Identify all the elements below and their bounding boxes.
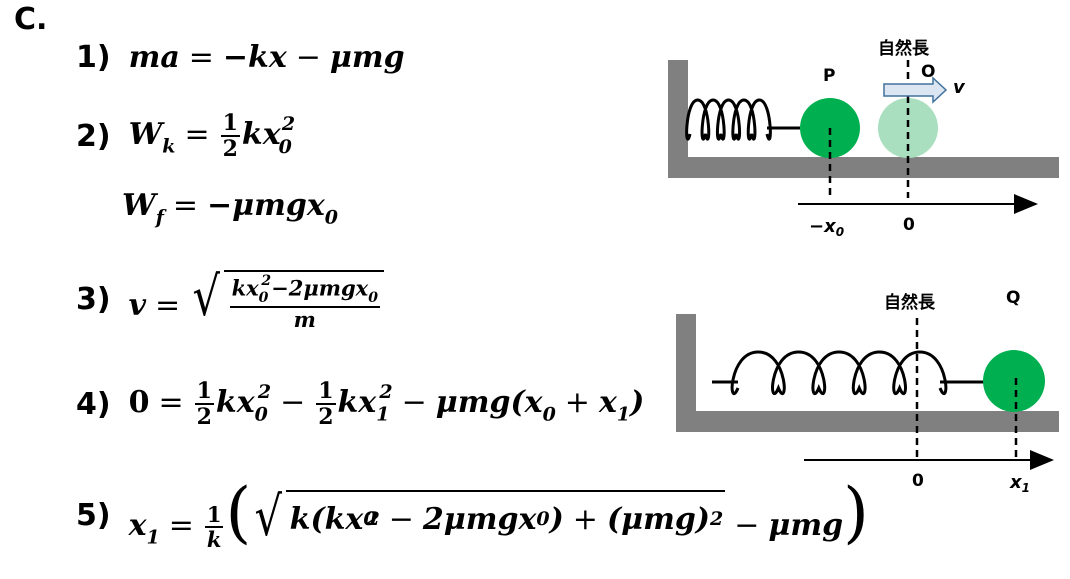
eq3-number: 3) (76, 282, 111, 318)
eq5-number: 5) (76, 497, 111, 533)
eq4-number: 4) (76, 386, 111, 422)
tick-zero-top: 0 (903, 215, 915, 235)
eq2-number: 2) (76, 118, 111, 154)
equation-1: 1) ma=−kx−μmg (76, 40, 405, 75)
ball-ghost (878, 98, 938, 158)
bottom-floor (676, 411, 1059, 432)
ball-q (983, 350, 1045, 412)
top-floor (668, 157, 1059, 178)
velocity-arrow (883, 76, 948, 104)
tick-zero-bottom: 0 (912, 471, 924, 491)
velocity-label: v (953, 77, 966, 98)
top-spring (685, 98, 772, 141)
bottom-diagram: 自然長 Q 0 x1 (676, 288, 1059, 495)
equation-2b: Wf=−μmgx0 (122, 188, 338, 229)
eq1-body: ma=−kx−μmg (128, 40, 405, 75)
bottom-spring (730, 350, 948, 396)
top-natural-length-label: 自然長 (878, 38, 930, 59)
label-p: P (823, 66, 835, 86)
tick-x1: x1 (1009, 472, 1030, 495)
label-q: Q (1006, 288, 1020, 308)
tick-neg-x0: −x0 (809, 216, 844, 239)
label-o: O (921, 62, 935, 82)
top-diagram: 自然長 P O v −x0 0 (668, 38, 1059, 239)
section-label: C. (14, 2, 48, 37)
bottom-natural-length-label: 自然長 (884, 292, 936, 313)
bottom-wall (676, 314, 696, 432)
eq1-number: 1) (76, 40, 111, 75)
eq2b-body: Wf=−μmgx0 (122, 188, 338, 229)
top-wall (668, 60, 688, 178)
